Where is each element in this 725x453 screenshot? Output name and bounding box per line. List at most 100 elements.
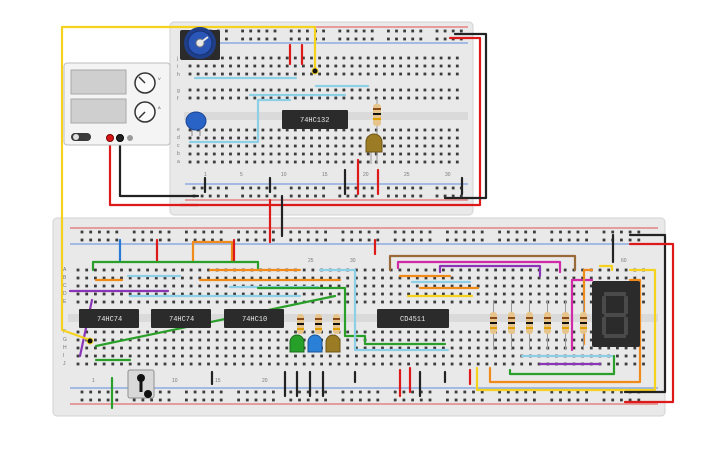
hole — [362, 186, 366, 190]
hole — [276, 362, 280, 366]
hole — [398, 300, 402, 304]
hole — [529, 346, 532, 350]
hole — [366, 96, 370, 100]
hole — [391, 144, 394, 148]
hole — [428, 390, 432, 394]
hole — [268, 354, 271, 358]
hole — [163, 292, 167, 296]
hole — [459, 330, 463, 334]
hole — [285, 330, 289, 334]
hole — [189, 346, 193, 350]
hole — [559, 238, 562, 242]
ground-terminal[interactable] — [127, 135, 133, 141]
potentiometer[interactable] — [180, 27, 220, 60]
hole — [241, 194, 244, 198]
hole — [363, 346, 367, 350]
hole — [137, 354, 141, 358]
hole — [154, 284, 158, 288]
column-number: 20 — [262, 378, 268, 384]
hole — [372, 338, 376, 342]
hole — [318, 152, 321, 156]
hole — [447, 96, 451, 100]
led-group — [289, 334, 341, 353]
hole — [389, 276, 393, 280]
hole — [302, 88, 305, 92]
hole — [506, 230, 510, 234]
hole — [85, 268, 89, 272]
hole — [395, 194, 398, 198]
hole — [424, 354, 428, 358]
hole — [399, 88, 402, 92]
hole — [399, 152, 402, 156]
hole — [250, 338, 254, 342]
hole — [355, 276, 358, 280]
hole — [642, 292, 645, 296]
negative-terminal[interactable] — [116, 134, 124, 142]
hole — [212, 128, 216, 132]
hole — [298, 230, 301, 234]
hole — [137, 300, 141, 304]
hole — [208, 194, 212, 198]
hole — [520, 268, 524, 272]
wire-black — [443, 32, 488, 200]
hole — [115, 238, 119, 242]
hole — [265, 37, 269, 41]
hole — [150, 238, 153, 242]
hole — [250, 354, 254, 358]
pushbutton[interactable] — [127, 369, 155, 399]
hole — [480, 238, 484, 242]
hole — [334, 128, 338, 132]
hole — [111, 354, 115, 358]
hole — [391, 88, 394, 92]
hole — [302, 362, 306, 366]
hole — [598, 276, 602, 280]
hole — [346, 338, 350, 342]
hole — [398, 268, 402, 272]
hole — [494, 276, 497, 280]
hole — [355, 346, 358, 350]
hole — [302, 268, 306, 272]
hole — [624, 268, 628, 272]
hole — [221, 128, 224, 132]
hole — [241, 338, 245, 342]
wire-green — [508, 354, 616, 376]
hole — [263, 238, 267, 242]
wire-orange — [488, 278, 642, 384]
hole — [383, 152, 386, 156]
hole — [163, 284, 167, 288]
hole — [447, 144, 451, 148]
hole — [167, 390, 171, 394]
hole — [277, 96, 281, 100]
hole — [602, 230, 606, 234]
hole — [506, 398, 510, 402]
hole — [607, 276, 611, 280]
hole — [468, 338, 471, 342]
hole — [439, 72, 443, 76]
hole — [320, 284, 323, 288]
hole — [455, 152, 459, 156]
hole — [189, 284, 193, 288]
hole — [277, 144, 281, 148]
positive-terminal[interactable] — [106, 134, 114, 142]
hole — [285, 346, 289, 350]
hole — [120, 330, 123, 334]
hole — [455, 128, 459, 132]
hole — [415, 136, 419, 140]
hole — [366, 56, 370, 60]
wire-red — [178, 36, 482, 207]
hole — [285, 160, 289, 164]
hole — [442, 300, 445, 304]
hole — [241, 354, 245, 358]
hole — [581, 346, 584, 350]
hole — [393, 390, 397, 394]
hole — [249, 194, 253, 198]
wire-magenta — [570, 278, 594, 352]
hole — [391, 72, 394, 76]
row-letter: I — [63, 353, 64, 359]
hole — [289, 238, 293, 242]
hole — [202, 238, 206, 242]
hole — [633, 354, 637, 358]
hole — [376, 398, 380, 402]
hole — [424, 346, 428, 350]
hole — [208, 186, 212, 190]
